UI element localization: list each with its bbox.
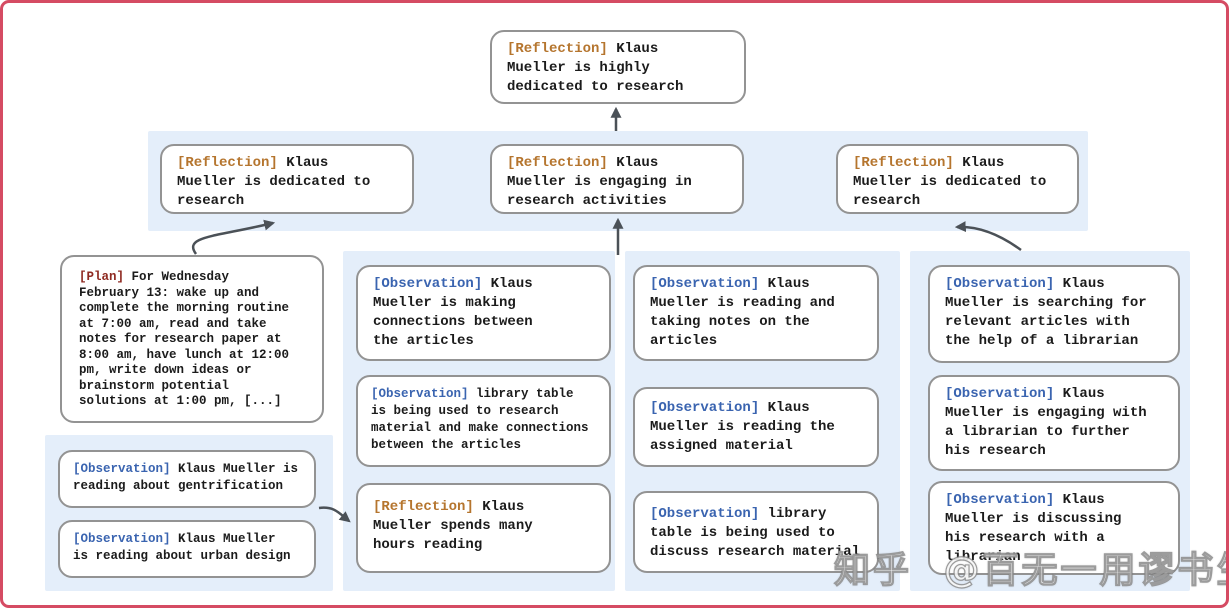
node-text: Klaus Mueller is searching for relevant … (945, 276, 1147, 349)
observation-tag: [Observation] (73, 462, 171, 476)
node-text: For Wednesday February 13: wake up and c… (79, 270, 290, 408)
observation-tag: [Observation] (73, 532, 171, 546)
observation-node-engaging-librarian: [Observation]Klaus Mueller is engaging w… (928, 375, 1180, 471)
observation-node-gentrification: [Observation]Klaus Mueller is reading ab… (58, 450, 316, 508)
observation-tag: [Observation] (650, 506, 760, 522)
observation-tag: [Observation] (945, 386, 1055, 402)
observation-tag: [Observation] (373, 276, 483, 292)
reflection-tag: [Reflection] (507, 41, 608, 57)
node-text: Klaus Mueller is reading and taking note… (650, 276, 835, 349)
observation-node-making-connections: [Observation]Klaus Mueller is making con… (356, 265, 611, 361)
observation-tag: [Observation] (945, 276, 1055, 292)
plan-node: [Plan]For Wednesday February 13: wake up… (60, 255, 324, 423)
reflection-node-right: [Reflection]Klaus Mueller is dedicated t… (836, 144, 1079, 214)
reflection-tag: [Reflection] (177, 155, 278, 171)
node-text: library table is being used to discuss r… (650, 506, 861, 560)
node-text: Klaus Mueller spends many hours reading (373, 499, 533, 553)
observation-node-library-table-research: [Observation]library table is being used… (356, 375, 611, 467)
observation-node-library-table-discuss: [Observation]library table is being used… (633, 491, 879, 573)
observation-node-searching-articles: [Observation]Klaus Mueller is searching … (928, 265, 1180, 363)
observation-tag: [Observation] (945, 492, 1055, 508)
reflection-node-spends-hours-reading: [Reflection]Klaus Mueller spends many ho… (356, 483, 611, 573)
reflection-tag: [Reflection] (373, 499, 474, 515)
node-text: Klaus Mueller is reading about gentrific… (73, 462, 299, 493)
node-text: Klaus Mueller is discussing his research… (945, 492, 1122, 565)
node-text: Klaus Mueller is making connections betw… (373, 276, 533, 349)
reflection-tag: [Reflection] (507, 155, 608, 171)
observation-tag: [Observation] (650, 276, 760, 292)
reflection-node-left: [Reflection]Klaus Mueller is dedicated t… (160, 144, 414, 214)
node-text: library table is being used to research … (371, 387, 589, 452)
node-text: Klaus Mueller is engaging in research ac… (507, 155, 692, 209)
plan-tag: [Plan] (79, 270, 125, 284)
node-text: Klaus Mueller is engaging with a librari… (945, 386, 1147, 459)
node-text: Klaus Mueller is dedicated to research (177, 155, 371, 209)
observation-node-discussing-research: [Observation]Klaus Mueller is discussing… (928, 481, 1180, 575)
node-text: Klaus Mueller is highly dedicated to res… (507, 41, 684, 95)
reflection-node-middle: [Reflection]Klaus Mueller is engaging in… (490, 144, 744, 214)
observation-node-reading-taking-notes: [Observation]Klaus Mueller is reading an… (633, 265, 879, 361)
root-reflection-node: [Reflection]Klaus Mueller is highly dedi… (490, 30, 746, 104)
observation-node-assigned-material: [Observation]Klaus Mueller is reading th… (633, 387, 879, 467)
observation-tag: [Observation] (650, 400, 760, 416)
node-text: Klaus Mueller is reading the assigned ma… (650, 400, 835, 454)
node-text: Klaus Mueller is dedicated to research (853, 155, 1047, 209)
reflection-tag: [Reflection] (853, 155, 954, 171)
zhihu-watermark: 知乎 @百无一用谬书生 (833, 549, 1229, 591)
observation-tag: [Observation] (371, 387, 469, 401)
observation-node-urban-design: [Observation]Klaus Mueller is reading ab… (58, 520, 316, 578)
node-text: Klaus Mueller is reading about urban des… (73, 532, 291, 563)
